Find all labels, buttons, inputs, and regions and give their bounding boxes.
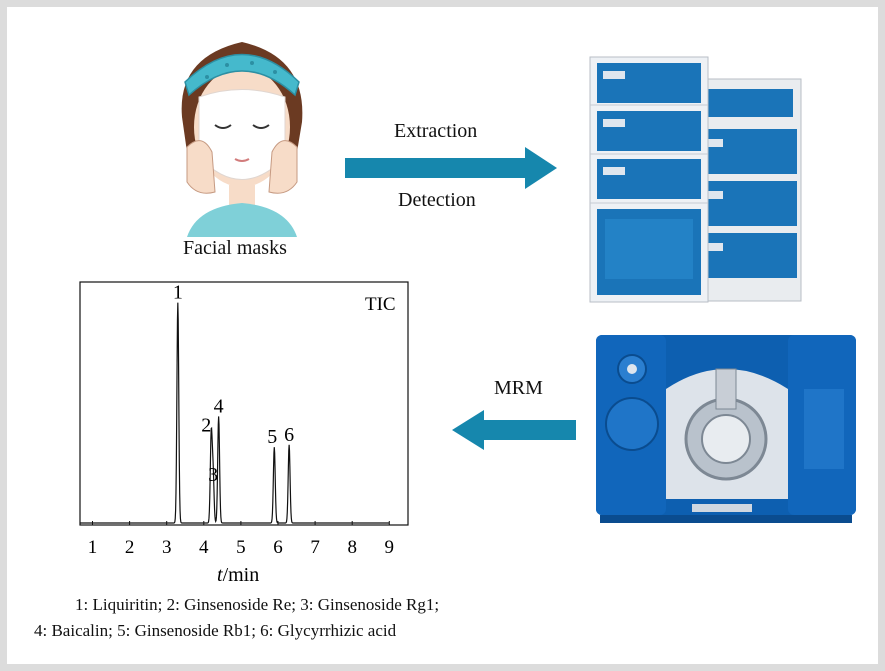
- peak-label-3: 3: [208, 464, 218, 486]
- peak-label-6: 6: [284, 424, 294, 446]
- peak-label-4: 4: [214, 395, 224, 417]
- x-tick-label: 8: [347, 537, 357, 558]
- x-tick-label: 6: [273, 537, 283, 558]
- tic-trace: [80, 302, 390, 524]
- legend-line-2: 4: Baicalin; 5: Ginsenoside Rb1; 6: Glyc…: [34, 621, 397, 640]
- x-tick-label: 2: [125, 537, 135, 558]
- extraction-label: Extraction: [394, 120, 478, 142]
- peak-label-2: 2: [201, 414, 211, 436]
- x-tick-label: 3: [162, 537, 172, 558]
- chart-title: TIC: [365, 294, 396, 315]
- left-arrow-icon: [452, 410, 576, 450]
- legend-line-1: 1: Liquiritin; 2: Ginsenoside Re; 3: Gin…: [75, 595, 440, 614]
- facial-mask-girl-icon: [181, 42, 303, 237]
- peak-label-5: 5: [267, 426, 277, 448]
- x-tick-label: 7: [310, 537, 320, 558]
- x-axis-label: t/min: [217, 564, 259, 586]
- peak-label-1: 1: [173, 282, 183, 304]
- mass-spectrometer-icon: [596, 335, 856, 523]
- detection-label: Detection: [398, 189, 476, 211]
- chart-frame: [79, 281, 409, 526]
- right-arrow-icon: [345, 147, 557, 189]
- x-tick-label: 5: [236, 537, 246, 558]
- x-tick-label: 9: [385, 537, 395, 558]
- x-tick-label: 1: [88, 537, 98, 558]
- x-tick-label: 4: [199, 537, 209, 558]
- mrm-label: MRM: [494, 377, 543, 399]
- figure-panel: Facial masks Extraction Detection: [7, 7, 878, 664]
- facial-masks-label: Facial masks: [183, 237, 287, 259]
- hplc-instrument-icon: [589, 56, 802, 303]
